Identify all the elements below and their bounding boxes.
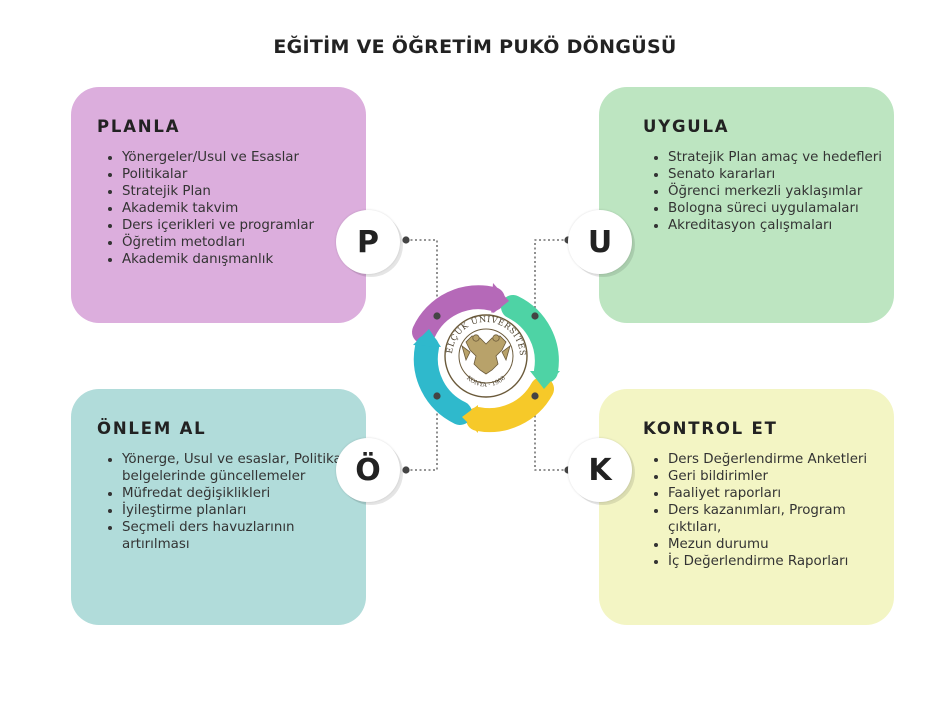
- connector-k: [534, 396, 568, 471]
- check-badge: K: [568, 438, 632, 502]
- list-item: İç Değerlendirme Raporları: [668, 553, 883, 570]
- arrowhead-teal: [413, 329, 441, 347]
- check-heading: KONTROL ET: [643, 419, 778, 438]
- list-item: Stratejik Plan: [122, 183, 347, 200]
- list-item: Akreditasyon çalışmaları: [668, 217, 883, 234]
- list-item: Müfredat değişiklikleri: [122, 485, 347, 502]
- act-card: ÖNLEM AL Yönerge, Usul ve esaslar, Polit…: [71, 389, 366, 625]
- check-list: Ders Değerlendirme AnketleriGeri bildiri…: [652, 451, 883, 570]
- list-item: Ders içerikleri ve programlar: [122, 217, 347, 234]
- connector-p: [406, 239, 438, 316]
- eagle-emblem-icon: [461, 334, 511, 375]
- list-item: Faaliyet raporları: [668, 485, 883, 502]
- arrowhead-green: [530, 371, 560, 389]
- cycle-arc-green: [501, 295, 559, 383]
- plan-card: PLANLA Yönergeler/Usul ve EsaslarPolitik…: [71, 87, 366, 323]
- list-item: Stratejik Plan amaç ve hedefleri: [668, 149, 883, 166]
- cycle-arc-teal: [413, 335, 472, 425]
- cycle-arc-purple: [412, 285, 505, 344]
- list-item: Akademik takvim: [122, 200, 347, 217]
- check-card: KONTROL ET Ders Değerlendirme AnketleriG…: [599, 389, 894, 625]
- list-item: Yönergeler/Usul ve Esaslar: [122, 149, 347, 166]
- connector-o: [406, 396, 438, 471]
- list-item: Akademik danışmanlık: [122, 251, 347, 268]
- list-item: Öğretim metodları: [122, 234, 347, 251]
- plan-badge: P: [336, 210, 400, 274]
- list-item: Ders Değerlendirme Anketleri: [668, 451, 883, 468]
- plan-heading: PLANLA: [97, 117, 181, 136]
- arrowhead-yellow: [462, 405, 478, 433]
- list-item: Senato kararları: [668, 166, 883, 183]
- list-item: Bologna süreci uygulamaları: [668, 200, 883, 217]
- arrowhead-purple: [491, 283, 509, 315]
- connector-lines: [406, 239, 568, 471]
- list-item: Ders kazanımları, Program çıktıları,: [668, 502, 883, 536]
- do-heading: UYGULA: [643, 117, 730, 136]
- do-card: UYGULA Stratejik Plan amaç ve hedefleriS…: [599, 87, 894, 323]
- connector-u: [534, 239, 568, 316]
- list-item: Geri bildirimler: [668, 468, 883, 485]
- act-badge: Ö: [336, 438, 400, 502]
- list-item: Yönerge, Usul ve esaslar, Politika belge…: [122, 451, 347, 485]
- list-item: Mezun durumu: [668, 536, 883, 553]
- plan-list: Yönergeler/Usul ve EsaslarPolitikalarStr…: [106, 149, 347, 268]
- list-item: Öğrenci merkezli yaklaşımlar: [668, 183, 883, 200]
- page-title: EĞİTİM VE ÖĞRETİM PUKÖ DÖNGÜSÜ: [273, 36, 677, 58]
- university-seal-logo: SELÇUK ÜNİVERSİTESİ KONYA · 1908: [0, 0, 530, 400]
- list-item: İyileştirme planları: [122, 502, 347, 519]
- do-list: Stratejik Plan amaç ve hedefleriSenato k…: [652, 149, 883, 234]
- list-item: Politikalar: [122, 166, 347, 183]
- act-heading: ÖNLEM AL: [97, 419, 207, 438]
- act-list: Yönerge, Usul ve esaslar, Politika belge…: [106, 451, 347, 553]
- list-item: Seçmeli ders havuzlarının artırılması: [122, 519, 347, 553]
- do-badge: U: [568, 210, 632, 274]
